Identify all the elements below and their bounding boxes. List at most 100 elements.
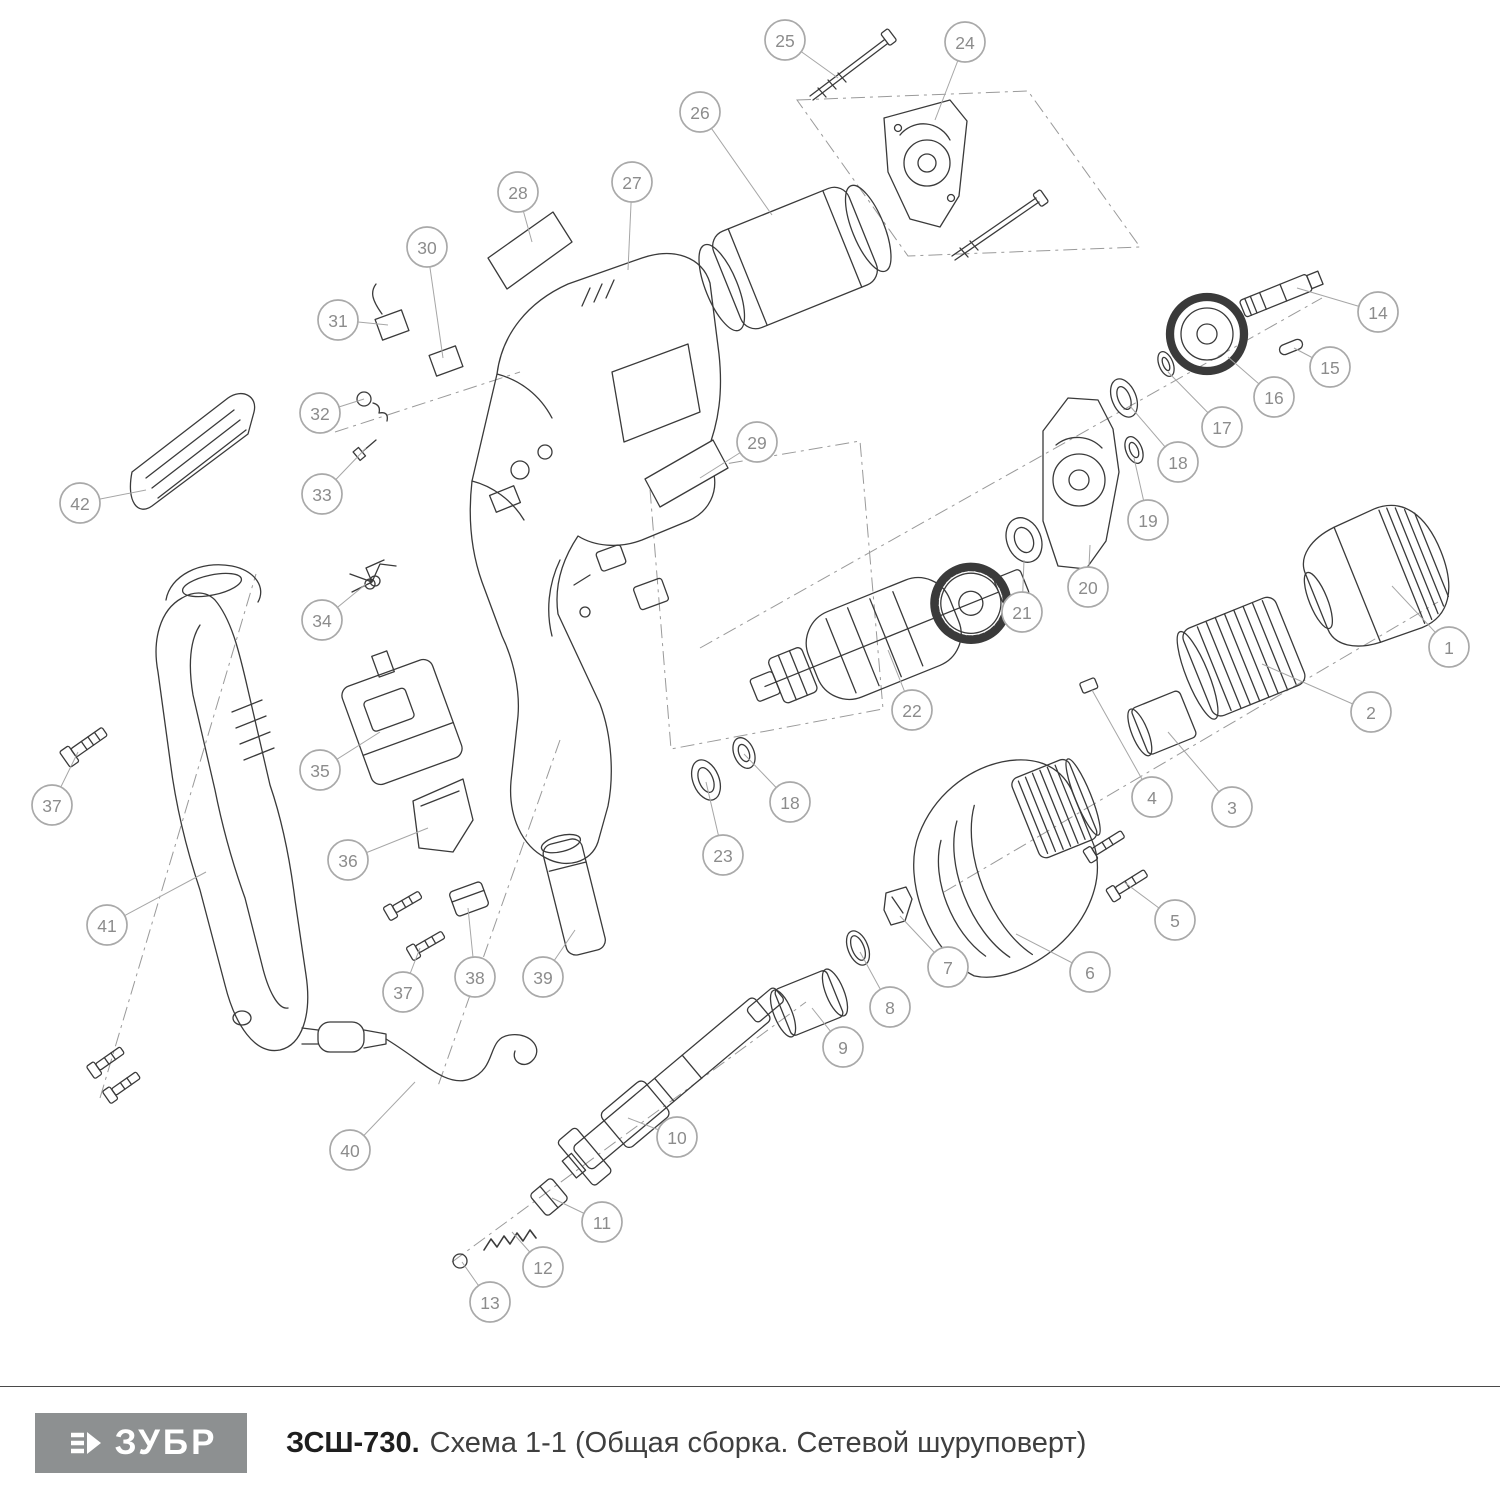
parts-artwork xyxy=(59,28,1450,1269)
callout-1: 1 xyxy=(1428,626,1470,668)
callout-circle xyxy=(301,599,343,641)
part-capacitor xyxy=(540,833,606,956)
callout-circle xyxy=(522,1246,564,1288)
callout-circle xyxy=(299,749,341,791)
callout-5: 5 xyxy=(1154,899,1196,941)
callout-number: 20 xyxy=(1078,578,1098,598)
part-motor-housing xyxy=(469,252,722,865)
callout-6: 6 xyxy=(1069,951,1111,993)
model-number: ЗСШ-730. xyxy=(286,1427,420,1459)
part-label-plate xyxy=(644,439,729,508)
callout-19: 19 xyxy=(1127,499,1169,541)
callout-number: 11 xyxy=(593,1213,611,1233)
callout-circle xyxy=(1131,776,1173,818)
callout-number: 7 xyxy=(943,958,953,978)
part-screw xyxy=(59,727,108,768)
part-motor-bolt xyxy=(809,28,897,101)
callout-circle xyxy=(1127,499,1169,541)
part-bracket-plate xyxy=(412,778,474,853)
part-stop xyxy=(530,1178,568,1216)
callout-number: 13 xyxy=(480,1293,499,1313)
callout-circle xyxy=(406,226,448,268)
callout-number: 21 xyxy=(1012,603,1031,623)
callout-42: 42 xyxy=(59,482,101,524)
part-bearing xyxy=(1005,517,1043,563)
callout-number: 1 xyxy=(1444,638,1454,658)
callout-circle xyxy=(317,299,359,341)
callout-number: 29 xyxy=(747,433,766,453)
callout-circle xyxy=(1067,566,1109,608)
callout-20: 20 xyxy=(1067,566,1109,608)
title-block: ЗУБР ЗСШ-730. Схема 1-1 (Общая сборка. С… xyxy=(0,1386,1500,1500)
part-switch xyxy=(341,650,463,786)
part-sleeve xyxy=(1127,690,1197,757)
callout-circle xyxy=(327,839,369,881)
callout-25: 25 xyxy=(764,19,806,61)
callout-number: 28 xyxy=(508,183,527,203)
part-screw xyxy=(86,1046,125,1079)
callout-circle xyxy=(1350,691,1392,733)
callout-12: 12 xyxy=(522,1246,564,1288)
callout-circle xyxy=(497,171,539,213)
callout-circle xyxy=(927,946,969,988)
part-handle-cap xyxy=(129,393,256,510)
part-screw xyxy=(405,931,446,961)
callout-number: 41 xyxy=(97,916,116,936)
callout-circle xyxy=(299,392,341,434)
part-brush-holder xyxy=(352,283,464,462)
callout-circle xyxy=(1211,786,1253,828)
callout-number: 35 xyxy=(310,761,329,781)
construction-lines xyxy=(99,90,1439,1263)
callout-number: 2 xyxy=(1366,703,1376,723)
part-armature xyxy=(749,562,1030,704)
callout-circle xyxy=(1001,591,1043,633)
callout-18: 18 xyxy=(769,781,811,823)
callout-circle xyxy=(31,784,73,826)
callout-34: 34 xyxy=(301,599,343,641)
callout-number: 4 xyxy=(1147,788,1157,808)
callout-circle xyxy=(769,781,811,823)
part-bearing-small xyxy=(1109,378,1139,418)
part-ball xyxy=(452,1253,468,1269)
callout-number: 37 xyxy=(42,796,61,816)
callout-circle xyxy=(1157,441,1199,483)
callout-number: 9 xyxy=(838,1038,848,1058)
callout-number: 14 xyxy=(1368,303,1388,323)
callout-circle xyxy=(891,689,933,731)
callout-26: 26 xyxy=(679,91,721,133)
callout-circle xyxy=(1154,899,1196,941)
callout-number: 33 xyxy=(312,485,331,505)
callout-18: 18 xyxy=(1157,441,1199,483)
callout-circle xyxy=(1309,346,1351,388)
part-power-cord xyxy=(301,1021,538,1082)
callout-circle xyxy=(469,1281,511,1323)
callout-number: 5 xyxy=(1170,911,1180,931)
part-washer xyxy=(1124,436,1144,464)
part-gear xyxy=(1165,292,1249,376)
scheme-caption: ЗСШ-730. Схема 1-1 (Общая сборка. Сетево… xyxy=(286,1413,1086,1473)
callout-number: 3 xyxy=(1227,798,1237,818)
callout-30: 30 xyxy=(406,226,448,268)
callout-number: 26 xyxy=(690,103,709,123)
callout-number: 22 xyxy=(902,701,921,721)
brand-name: ЗУБР xyxy=(114,1423,218,1462)
part-ring xyxy=(845,930,871,966)
leader-line xyxy=(699,111,773,216)
callout-number: 40 xyxy=(340,1141,360,1161)
callout-number: 38 xyxy=(465,968,484,988)
callout-circle xyxy=(329,1129,371,1171)
brand-logo: ЗУБР xyxy=(35,1413,247,1473)
part-cord-clamp xyxy=(449,881,489,917)
callout-21: 21 xyxy=(1001,591,1043,633)
callout-32: 32 xyxy=(299,392,341,434)
part-baffle-plate xyxy=(1042,397,1120,570)
callout-circle xyxy=(86,904,128,946)
callout-circle xyxy=(1201,406,1243,448)
callout-circle xyxy=(1357,291,1399,333)
part-nose-cone xyxy=(1302,504,1450,647)
callout-35: 35 xyxy=(299,749,341,791)
callout-7: 7 xyxy=(927,946,969,988)
callout-circle xyxy=(764,19,806,61)
callout-9: 9 xyxy=(822,1026,864,1068)
